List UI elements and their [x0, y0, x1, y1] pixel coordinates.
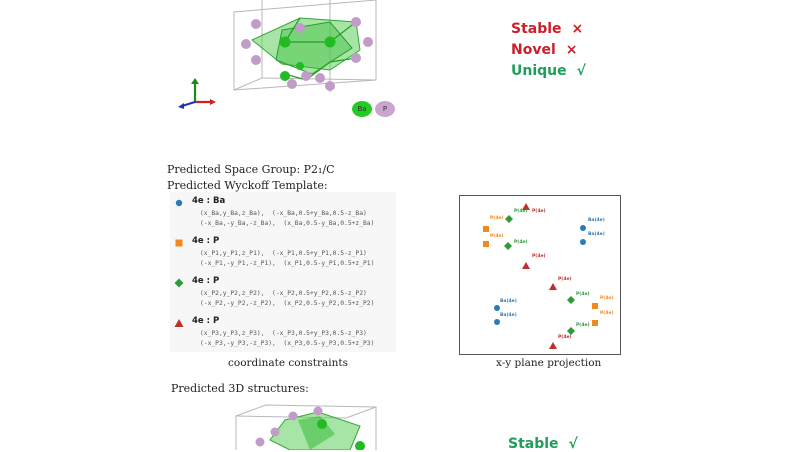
circle-marker-icon — [175, 199, 183, 207]
wyckoff-panel: 4e : Ba (x_Ba,y_Ba,z_Ba), (-x_Ba,0.5+y_B… — [170, 192, 396, 352]
wyckoff-line: (x_P2,y_P2,z_P2), (-x_P2,0.5+y_P2,0.5-z_… — [200, 290, 367, 297]
projection-label-p: P(4e) — [490, 234, 504, 239]
wyckoff-header: 4e : Ba — [192, 196, 226, 206]
wyckoff-line: (x_Ba,y_Ba,z_Ba), (-x_Ba,0.5+y_Ba,0.5-z_… — [200, 210, 367, 217]
projection-label-p: P(4e) — [514, 240, 528, 245]
cross-icon: × — [571, 21, 584, 37]
projection-label-p: P(4e) — [600, 296, 614, 301]
coordinate-constraints-caption: coordinate constraints — [228, 357, 348, 369]
wyckoff-line: (-x_P2,-y_P2,-z_P2), (x_P2,0.5-y_P2,0.5+… — [200, 300, 375, 307]
triangle-marker-icon — [174, 319, 184, 327]
wyckoff-line: (-x_Ba,-y_Ba,-z_Ba), (x_Ba,0.5-y_Ba,0.5+… — [200, 220, 375, 227]
wyckoff-line: (-x_P3,-y_P3,-z_P3), (x_P3,0.5-y_P3,0.5+… — [200, 340, 375, 347]
status-label: Stable — [508, 436, 559, 452]
cross-icon: × — [565, 42, 578, 58]
projection-label-p: P(4e) — [558, 277, 572, 282]
projection-label-p: P(4e) — [576, 323, 590, 328]
crystal-structure-bottom — [235, 404, 377, 450]
xy-projection-panel: Ba(4e) Ba(4e) Ba(4e) Ba(4e) P(4e) P(4e) … — [459, 195, 621, 355]
projection-plot — [483, 203, 598, 349]
legend-label: Ba — [357, 105, 367, 113]
status-stable: Stable × — [511, 21, 583, 37]
projection-label-ba: Ba(4e) — [500, 313, 517, 318]
predicted-3d-label: Predicted 3D structures: — [171, 382, 309, 395]
projection-label-p: P(4e) — [576, 292, 590, 297]
status-label: Stable — [511, 21, 562, 37]
wyckoff-template-label: Predicted Wyckoff Template: — [167, 179, 328, 192]
legend-ba: Ba — [352, 101, 372, 117]
projection-label-p: P(4e) — [490, 216, 504, 221]
projection-label-ba: Ba(4e) — [588, 218, 605, 223]
projection-caption: x-y plane projection — [496, 357, 602, 369]
projection-label-p: P(4e) — [532, 209, 546, 214]
wyckoff-line: (x_P3,y_P3,z_P3), (-x_P3,0.5+y_P3,0.5-z_… — [200, 330, 367, 337]
projection-label-p: P(4e) — [600, 311, 614, 316]
legend-label: P — [382, 105, 388, 113]
space-group-label: Predicted Space Group: P2₁/C — [167, 163, 335, 176]
status-label: Novel — [511, 42, 556, 58]
wyckoff-header: 4e : P — [192, 316, 220, 326]
projection-label-p: P(4e) — [514, 209, 528, 214]
check-icon: √ — [568, 436, 578, 452]
status-unique: Unique √ — [511, 63, 586, 79]
crystal-structure-top — [178, 0, 377, 109]
projection-label-p: P(4e) — [558, 335, 572, 340]
diamond-marker-icon — [174, 278, 184, 288]
wyckoff-header: 4e : P — [192, 236, 220, 246]
wyckoff-line: (-x_P1,-y_P1,-z_P1), (x_P1,0.5-y_P1,0.5+… — [200, 260, 375, 267]
square-marker-icon — [175, 239, 183, 247]
legend-p: P — [375, 101, 395, 117]
projection-label-ba: Ba(4e) — [588, 232, 605, 237]
status-stable-bottom: Stable √ — [508, 436, 578, 452]
projection-label-p: P(4e) — [532, 254, 546, 259]
status-novel: Novel × — [511, 42, 578, 58]
wyckoff-header: 4e : P — [192, 276, 220, 286]
status-label: Unique — [511, 63, 567, 79]
projection-label-ba: Ba(4e) — [500, 299, 517, 304]
check-icon: √ — [576, 63, 586, 79]
wyckoff-line: (x_P1,y_P1,z_P1), (-x_P1,0.5+y_P1,0.5-z_… — [200, 250, 367, 257]
